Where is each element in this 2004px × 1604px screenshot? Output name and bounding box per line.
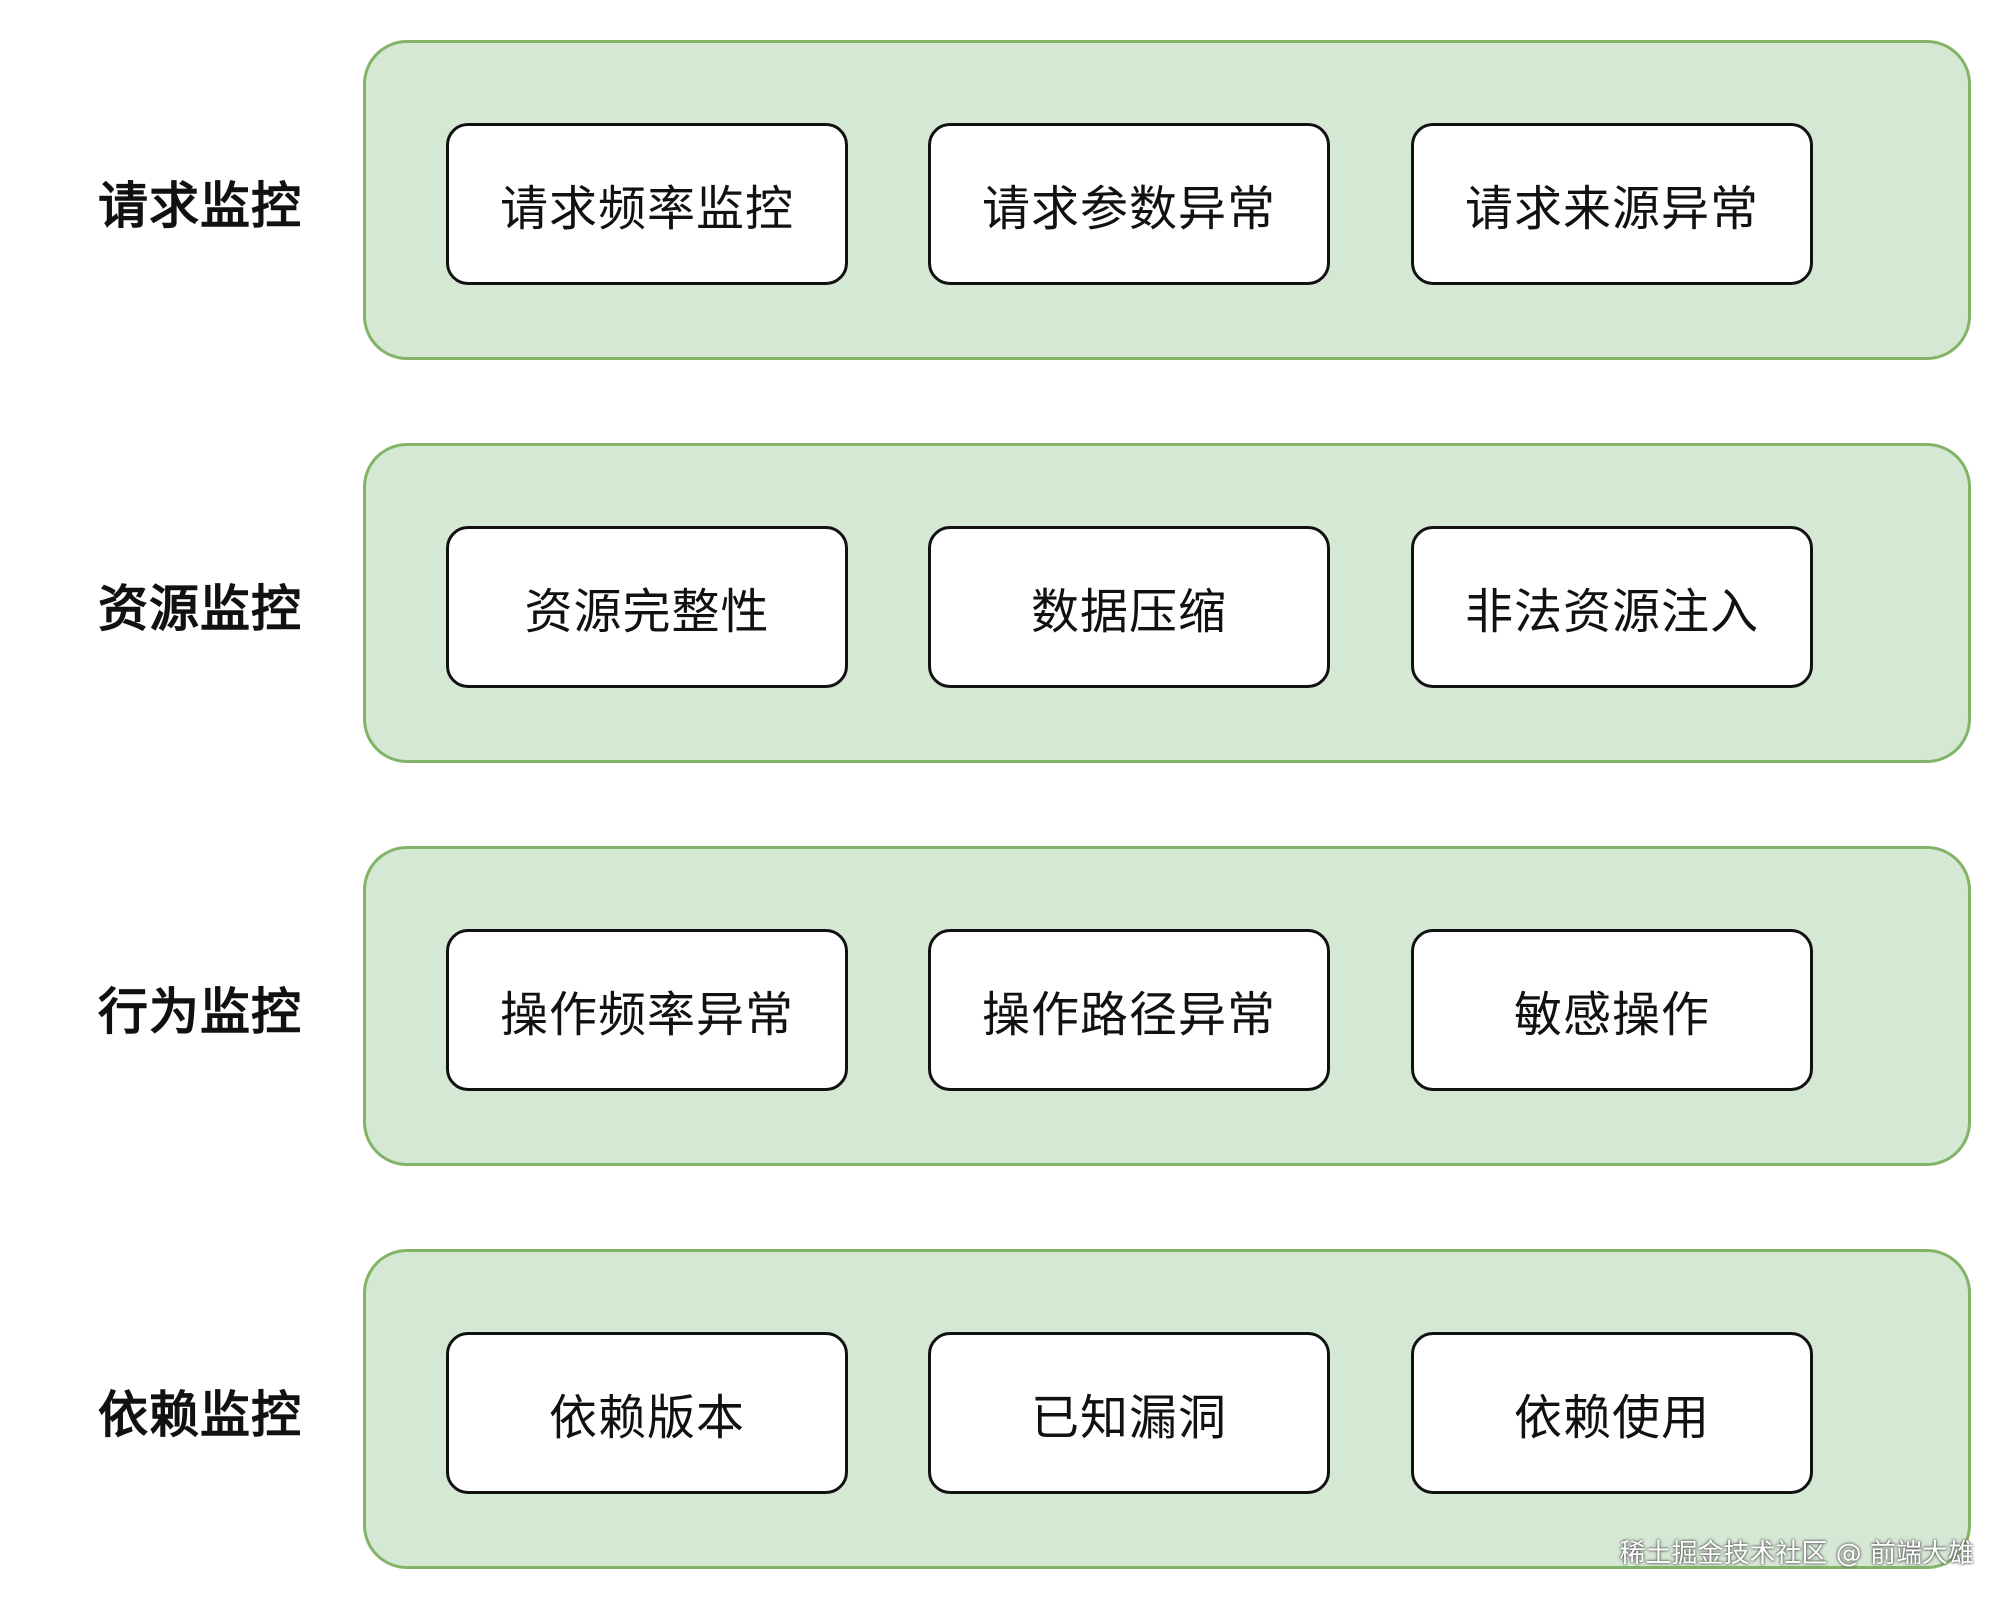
group-behavior-monitoring: 行为监控 操作频率异常 操作路径异常 敏感操作 — [0, 846, 2004, 1170]
group-panel: 依赖版本 已知漏洞 依赖使用 — [363, 1249, 1971, 1569]
item-box: 资源完整性 — [446, 526, 848, 688]
item-box: 依赖版本 — [446, 1332, 848, 1494]
group-resource-monitoring: 资源监控 资源完整性 数据压缩 非法资源注入 — [0, 443, 2004, 767]
item-box: 非法资源注入 — [1411, 526, 1813, 688]
item-box: 请求参数异常 — [928, 123, 1330, 285]
group-dependency-monitoring: 依赖监控 依赖版本 已知漏洞 依赖使用 — [0, 1249, 2004, 1573]
group-request-monitoring: 请求监控 请求频率监控 请求参数异常 请求来源异常 — [0, 40, 2004, 364]
watermark: 稀土掘金技术社区 @ 前端大雄 — [1619, 1539, 1974, 1569]
item-box: 操作路径异常 — [928, 929, 1330, 1091]
item-box: 请求频率监控 — [446, 123, 848, 285]
group-label: 请求监控 — [98, 177, 302, 235]
group-panel: 资源完整性 数据压缩 非法资源注入 — [363, 443, 1971, 763]
group-label: 行为监控 — [98, 983, 302, 1041]
item-box: 敏感操作 — [1411, 929, 1813, 1091]
item-box: 数据压缩 — [928, 526, 1330, 688]
item-box: 依赖使用 — [1411, 1332, 1813, 1494]
item-box: 已知漏洞 — [928, 1332, 1330, 1494]
item-box: 请求来源异常 — [1411, 123, 1813, 285]
group-label: 资源监控 — [98, 580, 302, 638]
group-label: 依赖监控 — [98, 1386, 302, 1444]
group-panel: 请求频率监控 请求参数异常 请求来源异常 — [363, 40, 1971, 360]
item-box: 操作频率异常 — [446, 929, 848, 1091]
group-panel: 操作频率异常 操作路径异常 敏感操作 — [363, 846, 1971, 1166]
